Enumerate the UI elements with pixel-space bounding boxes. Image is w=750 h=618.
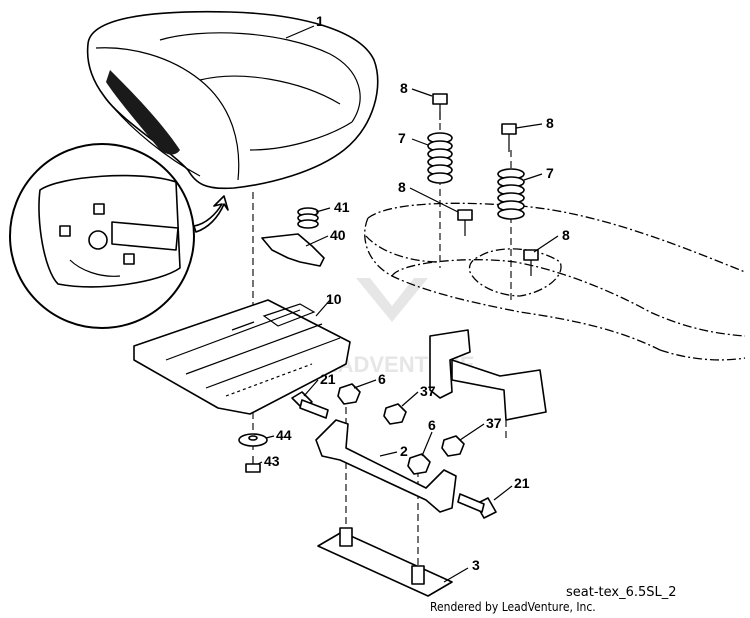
washer-44 [238, 433, 268, 447]
callout-8: 8 [562, 227, 570, 243]
spring-small [297, 207, 319, 229]
hinge-bracket [429, 329, 547, 440]
reference-code: seat-tex_6.5SL_2 [566, 585, 677, 600]
mounting-plate-3 [317, 527, 453, 597]
bolt-43 [245, 456, 261, 473]
callout-3: 3 [472, 557, 480, 573]
callout-8: 8 [400, 80, 408, 96]
screw-8-right [523, 249, 539, 276]
callout-8: 8 [398, 179, 406, 195]
screw-8-top-left [432, 93, 448, 120]
bolt-21-upper [291, 391, 329, 419]
callout-44: 44 [276, 427, 292, 443]
render-credit: Rendered by LeadVenture, Inc. [430, 600, 596, 614]
callout-2: 2 [400, 443, 408, 459]
callout-7: 7 [398, 130, 406, 146]
seat-latch [261, 233, 325, 267]
callout-7: 7 [546, 165, 554, 181]
screw-8-top-right [501, 123, 517, 152]
bolt-21-lower [457, 493, 497, 519]
spring-left [427, 132, 453, 184]
callout-8: 8 [546, 115, 554, 131]
inset-arrow [193, 195, 229, 233]
nut-6-lower [407, 453, 431, 475]
seat-cushion [86, 10, 379, 190]
callout-21: 21 [514, 475, 530, 491]
callout-6: 6 [378, 371, 386, 387]
screw-8-mid [457, 209, 473, 236]
callout-41: 41 [334, 199, 350, 215]
leader-lines [257, 25, 559, 583]
callout-43: 43 [264, 453, 280, 469]
callout-labels: 1 8 7 8 7 8 8 41 40 10 21 6 37 44 43 2 6… [264, 13, 570, 573]
latch-detail-inset [9, 143, 195, 329]
callout-40: 40 [330, 227, 346, 243]
nut-37-lower [441, 435, 465, 457]
callout-1: 1 [316, 13, 324, 29]
hinge-bracket-2 [315, 419, 457, 513]
spring-right [497, 168, 525, 220]
nut-6-upper [337, 383, 361, 405]
callout-37: 37 [420, 383, 436, 399]
nut-37-upper [383, 403, 407, 425]
callout-37: 37 [486, 415, 502, 431]
callout-10: 10 [326, 291, 342, 307]
seat-pan [133, 299, 351, 415]
callout-6: 6 [428, 417, 436, 433]
callout-21: 21 [320, 371, 336, 387]
